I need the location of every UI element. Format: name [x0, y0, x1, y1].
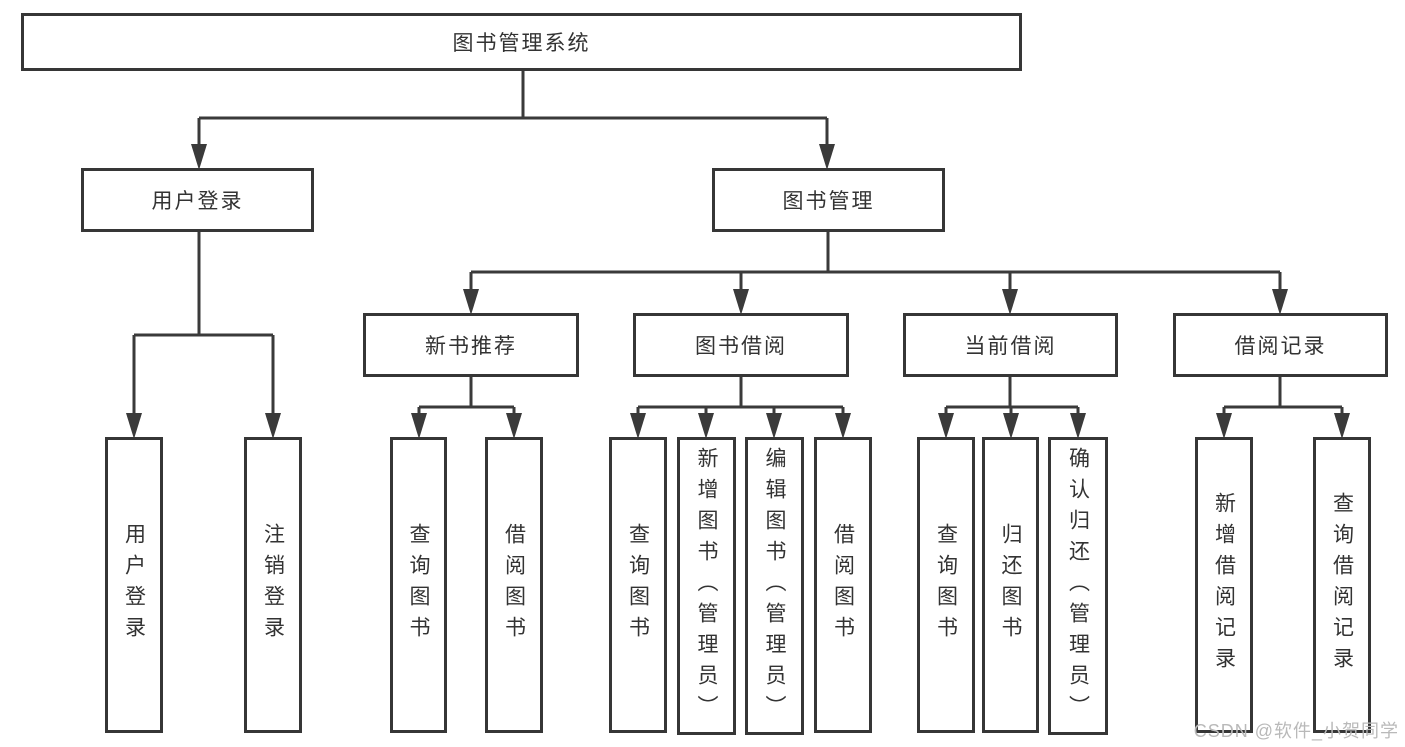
arrowhead	[835, 413, 851, 439]
node-user-login-label: 用户登录	[151, 190, 244, 213]
leaf-logout-label: 注销登录	[261, 523, 285, 647]
leaf-user-login-label: 用户登录	[122, 523, 146, 647]
leaf-borrow-books-label: 借阅图书	[831, 523, 855, 647]
node-new-book-recommend-label: 新书推荐	[425, 335, 517, 358]
node-user-login: 用户登录	[81, 168, 314, 232]
arrowhead	[411, 413, 427, 439]
arrowhead	[126, 413, 142, 439]
leaf-add-borrow-record-label: 新增借阅记录	[1212, 492, 1236, 678]
arrowhead	[1216, 413, 1232, 439]
node-current-borrow-label: 当前借阅	[964, 335, 1057, 358]
arrowhead	[733, 289, 749, 315]
connector-book-management	[469, 232, 1282, 291]
node-new-book-recommend: 新书推荐	[363, 313, 579, 377]
node-library-system: 图书管理系统	[21, 13, 1022, 71]
node-borrow-records: 借阅记录	[1173, 313, 1388, 377]
arrowhead	[463, 289, 479, 315]
node-book-borrow-label: 图书借阅	[695, 335, 787, 358]
leaf-edit-books-admin: 编辑图书（管理员）	[745, 437, 804, 735]
arrowhead	[630, 413, 646, 439]
arrowhead	[938, 413, 954, 439]
connector-new-book	[417, 377, 516, 414]
connector-user-login	[132, 232, 275, 414]
leaf-query-books-recommend-label: 查询图书	[407, 523, 430, 647]
node-book-management: 图书管理	[712, 168, 945, 232]
leaf-borrow-books-recommend-label: 借阅图书	[502, 523, 526, 647]
arrowhead	[1002, 289, 1018, 315]
arrowhead	[766, 413, 782, 439]
arrowhead	[1070, 413, 1086, 439]
leaf-add-books-admin: 新增图书（管理员）	[677, 437, 736, 735]
arrowhead	[191, 144, 207, 170]
arrowhead	[506, 413, 522, 439]
leaf-query-books-recommend: 查询图书	[390, 437, 447, 733]
leaf-logout: 注销登录	[244, 437, 302, 733]
connector-borrow-records	[1222, 377, 1344, 414]
leaf-borrow-books-recommend: 借阅图书	[485, 437, 543, 733]
leaf-query-books-current-label: 查询图书	[934, 523, 958, 647]
node-library-system-label: 图书管理系统	[452, 32, 591, 55]
connector-current-borrow	[944, 377, 1080, 414]
node-book-management-label: 图书管理	[782, 190, 875, 213]
arrowhead	[698, 413, 714, 439]
leaf-add-books-admin-label: 新增图书（管理员）	[695, 446, 718, 726]
arrowhead	[1272, 289, 1288, 315]
arrowhead	[265, 413, 281, 439]
connector-root	[197, 71, 829, 146]
leaf-borrow-books: 借阅图书	[814, 437, 872, 733]
leaf-user-login: 用户登录	[105, 437, 163, 733]
leaf-confirm-return-admin: 确认归还（管理员）	[1048, 437, 1108, 735]
arrowhead	[1003, 413, 1019, 439]
leaf-query-books-current: 查询图书	[917, 437, 975, 733]
node-borrow-records-label: 借阅记录	[1234, 335, 1327, 358]
connector-book-borrow	[636, 377, 845, 414]
node-current-borrow: 当前借阅	[903, 313, 1118, 377]
leaf-return-books: 归还图书	[982, 437, 1039, 733]
node-book-borrow: 图书借阅	[633, 313, 849, 377]
watermark: CSDN @软件_小贺同学	[1193, 721, 1399, 741]
leaf-query-borrow-record-label: 查询借阅记录	[1330, 492, 1354, 678]
leaf-edit-books-admin-label: 编辑图书（管理员）	[763, 446, 786, 726]
leaf-query-books-borrow: 查询图书	[609, 437, 667, 733]
leaf-query-books-borrow-label: 查询图书	[626, 523, 650, 647]
leaf-return-books-label: 归还图书	[999, 523, 1022, 647]
arrowhead	[819, 144, 835, 170]
leaf-add-borrow-record: 新增借阅记录	[1195, 437, 1253, 733]
arrowhead	[1334, 413, 1350, 439]
leaf-confirm-return-admin-label: 确认归还（管理员）	[1066, 446, 1090, 726]
leaf-query-borrow-record: 查询借阅记录	[1313, 437, 1371, 733]
